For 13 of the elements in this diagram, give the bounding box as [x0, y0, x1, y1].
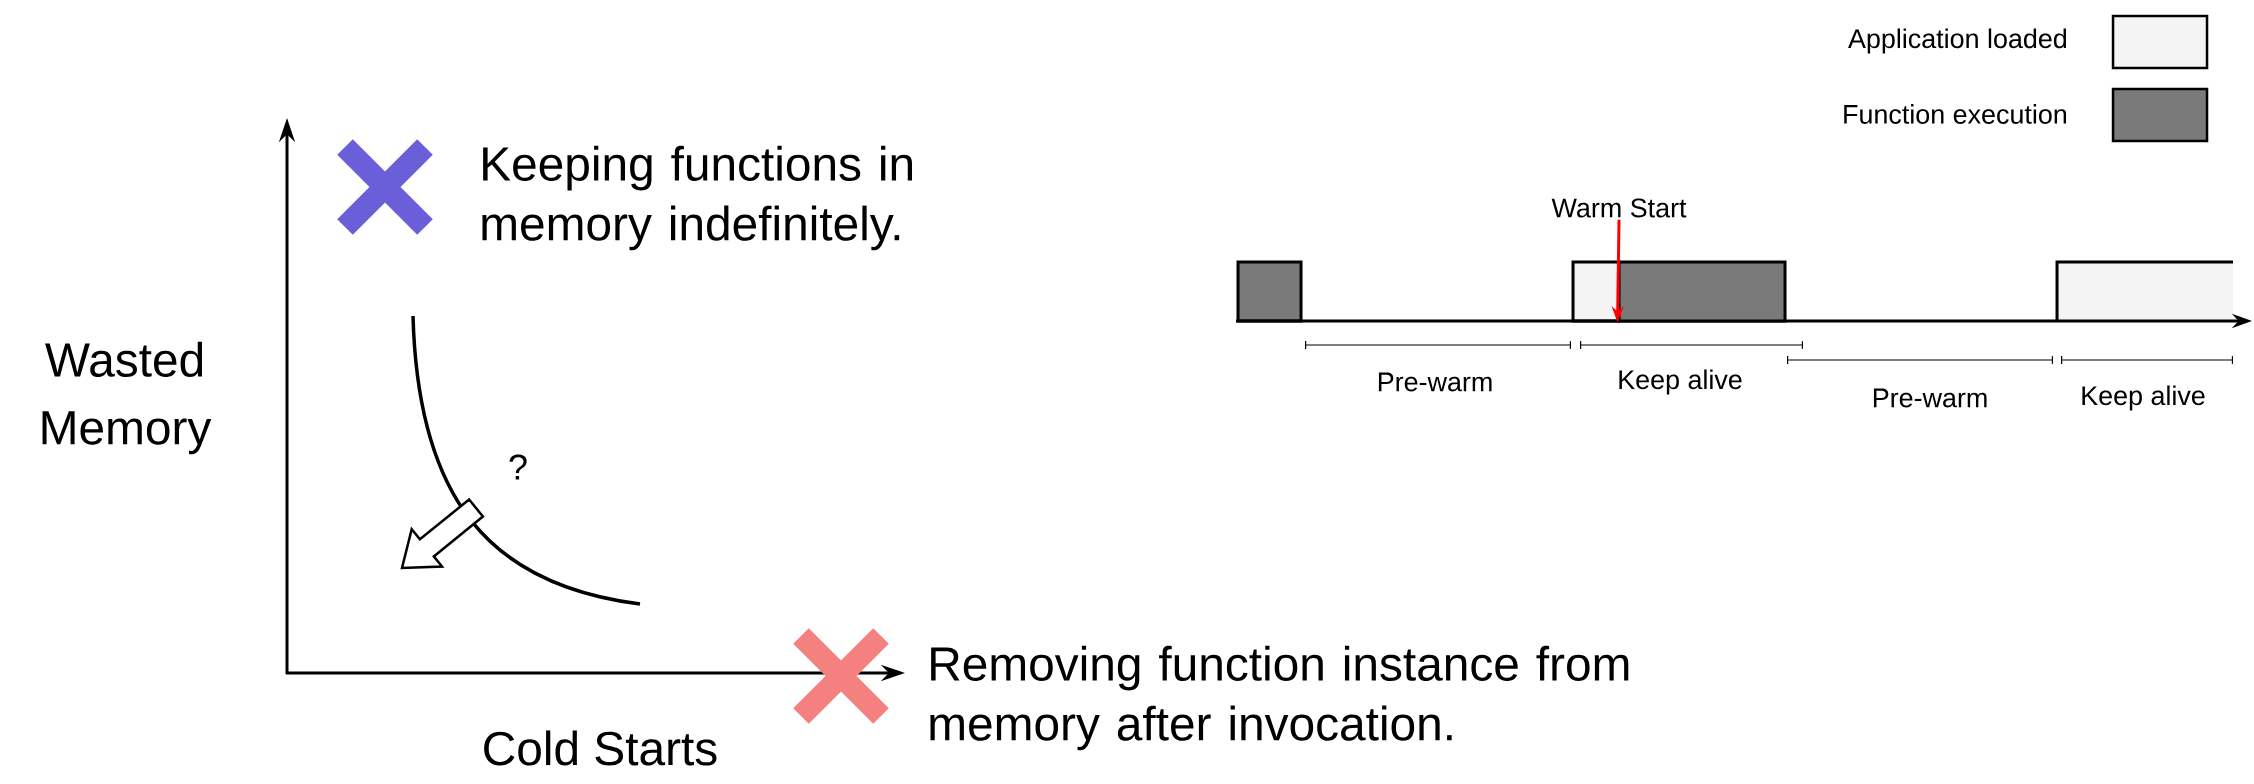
question-mark: ?	[509, 454, 527, 480]
annotation-text: Warm Start	[1551, 198, 1687, 218]
annotation-text: Removing function instance from memory after invocation.	[930, 645, 1629, 751]
axis-label: Wasted Memory	[42, 341, 212, 455]
interval-label: Keep alive	[1619, 369, 1742, 395]
interval-label: Pre-warm	[1378, 372, 1492, 392]
function-execution-bar	[1617, 260, 1787, 323]
interval-label: Pre-warm	[1873, 388, 1987, 408]
annotation-text: Keeping functions in memory indefinitely.	[482, 145, 912, 251]
axis-label: Cold Starts	[484, 730, 717, 766]
interval-label: Keep alive	[2082, 385, 2205, 411]
legend-label: Function execution	[1844, 104, 2067, 124]
legend-label: Application loaded	[1848, 28, 2067, 54]
